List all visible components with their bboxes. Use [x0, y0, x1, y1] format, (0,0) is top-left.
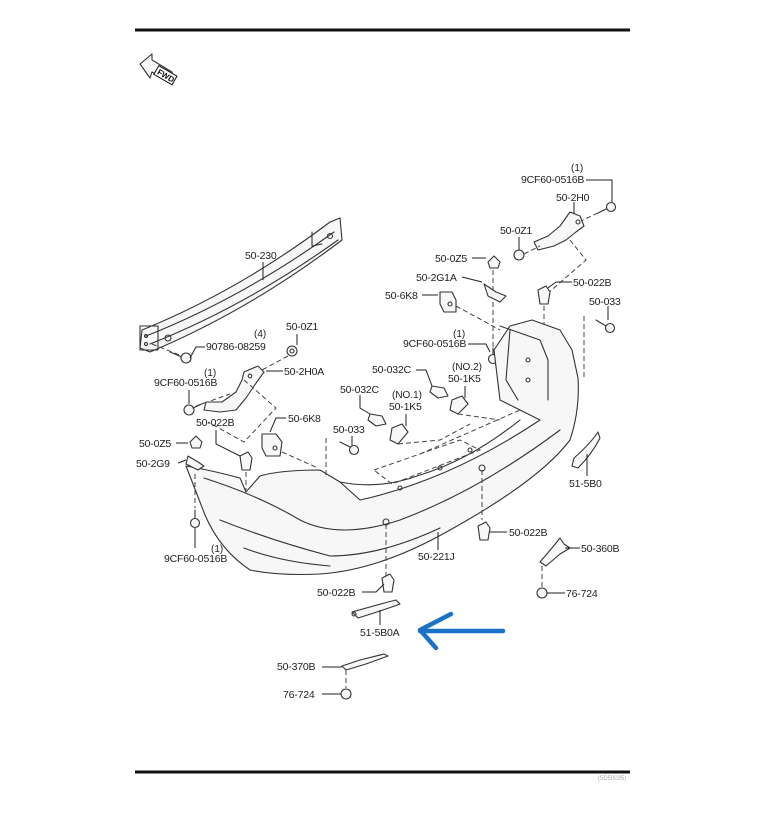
label-clip-rivet-lower-right: 50-022B — [509, 527, 547, 539]
label-bracket-lower-right: 50-360B — [581, 543, 619, 555]
reinforcement-beam — [139, 217, 343, 353]
label-bracket-left: 50-2H0A — [284, 366, 324, 378]
bolt-icon — [340, 688, 352, 700]
label-clip-rivet-left: 50-022B — [196, 417, 234, 429]
retainer-icon — [429, 385, 449, 399]
nut-icon — [513, 245, 541, 261]
clip-rivet-icon — [537, 285, 551, 326]
clip-rivet-icon — [381, 573, 395, 593]
bolt-icon — [151, 343, 192, 364]
label-retainer-no2: 50-032C — [372, 364, 411, 376]
bracket-clip-icon — [389, 423, 471, 445]
footer-code: (5D50035) — [598, 776, 626, 782]
label-clip-rivet-right: 50-022B — [573, 277, 611, 289]
label-reflector-right: 51-5B0 — [569, 478, 602, 490]
label-nut-right: 50-0Z1 — [500, 225, 532, 237]
label-screw-center: 50-033 — [333, 424, 365, 436]
label-spacer-right: 50-2G1A — [416, 272, 457, 284]
qty-fastener-top-right: (1) — [571, 163, 583, 174]
qty-bracket-no2: (NO.2) — [452, 362, 482, 373]
clip-icon — [487, 255, 501, 360]
qty-fastener-left: (1) — [204, 368, 216, 379]
bumper-cover — [185, 319, 579, 580]
bracket-lower-right — [539, 537, 571, 588]
label-bolt-lower-left: 76-724 — [283, 689, 315, 701]
screw-icon — [183, 393, 231, 416]
qty-fastener-mid-right: (1) — [453, 329, 465, 340]
clip-rivet-icon — [239, 451, 253, 490]
label-fastener-mid-right: 9CF60-0516B — [403, 338, 466, 350]
screw-icon — [189, 474, 201, 529]
qty-bolt-reinforcement: (4) — [254, 329, 266, 340]
label-fastener-top-right: 9CF60-0516B — [521, 174, 584, 186]
spacer-icon — [483, 283, 507, 303]
bracket-left — [203, 355, 289, 443]
label-pad-left: 50-6K8 — [288, 413, 321, 425]
label-clip-rivet-bottom: 50-022B — [317, 587, 355, 599]
label-clip-right: 50-0Z5 — [435, 253, 467, 265]
label-bolt-lower-right: 76-724 — [566, 588, 598, 600]
label-bolt-reinforcement: 90786-08259 — [206, 341, 266, 353]
label-bracket-no2: 50-1K5 — [448, 373, 481, 385]
reflector-right — [571, 431, 601, 469]
bracket-lower-left — [341, 653, 389, 688]
label-fastener-left: 9CF60-0516B — [154, 377, 217, 389]
screw-icon — [325, 438, 360, 476]
fwd-arrow-icon: FWD — [139, 53, 178, 86]
clip-icon — [189, 435, 203, 449]
label-spacer-left: 50-2G9 — [136, 458, 170, 470]
label-bracket-lower-left: 50-370B — [277, 661, 315, 673]
bracket-right-upper — [533, 211, 587, 301]
label-reflector-left: 51-5B0A — [360, 627, 400, 639]
label-pad-right: 50-6K8 — [385, 290, 418, 302]
label-bracket-right-upper: 50-2H0 — [556, 192, 590, 204]
highlight-arrow-icon — [417, 611, 506, 651]
label-screw-right: 50-033 — [589, 296, 621, 308]
label-retainer-no1: 50-032C — [340, 384, 379, 396]
label-reinforcement: 50-230 — [245, 250, 277, 262]
label-clip-left: 50-0Z5 — [139, 438, 171, 450]
pad-icon — [439, 291, 501, 331]
retainer-icon — [367, 413, 387, 427]
qty-fastener-bottom-left: (1) — [211, 544, 223, 555]
bolt-icon — [536, 587, 548, 599]
pad-icon — [261, 433, 319, 469]
nut-icon — [286, 345, 298, 357]
screw-icon — [583, 316, 616, 378]
reflector-left — [351, 599, 401, 619]
clip-rivet-icon — [477, 521, 491, 541]
label-bumper-cover: 50-221J — [418, 551, 455, 563]
label-fastener-bottom-left: 9CF60-0516B — [164, 553, 227, 565]
label-bracket-no1: 50-1K5 — [389, 401, 422, 413]
label-nut-left: 50-0Z1 — [286, 321, 318, 333]
spacer-icon — [185, 455, 205, 471]
qty-bracket-no1: (NO.1) — [392, 390, 422, 401]
bracket-clip-icon — [449, 395, 501, 421]
